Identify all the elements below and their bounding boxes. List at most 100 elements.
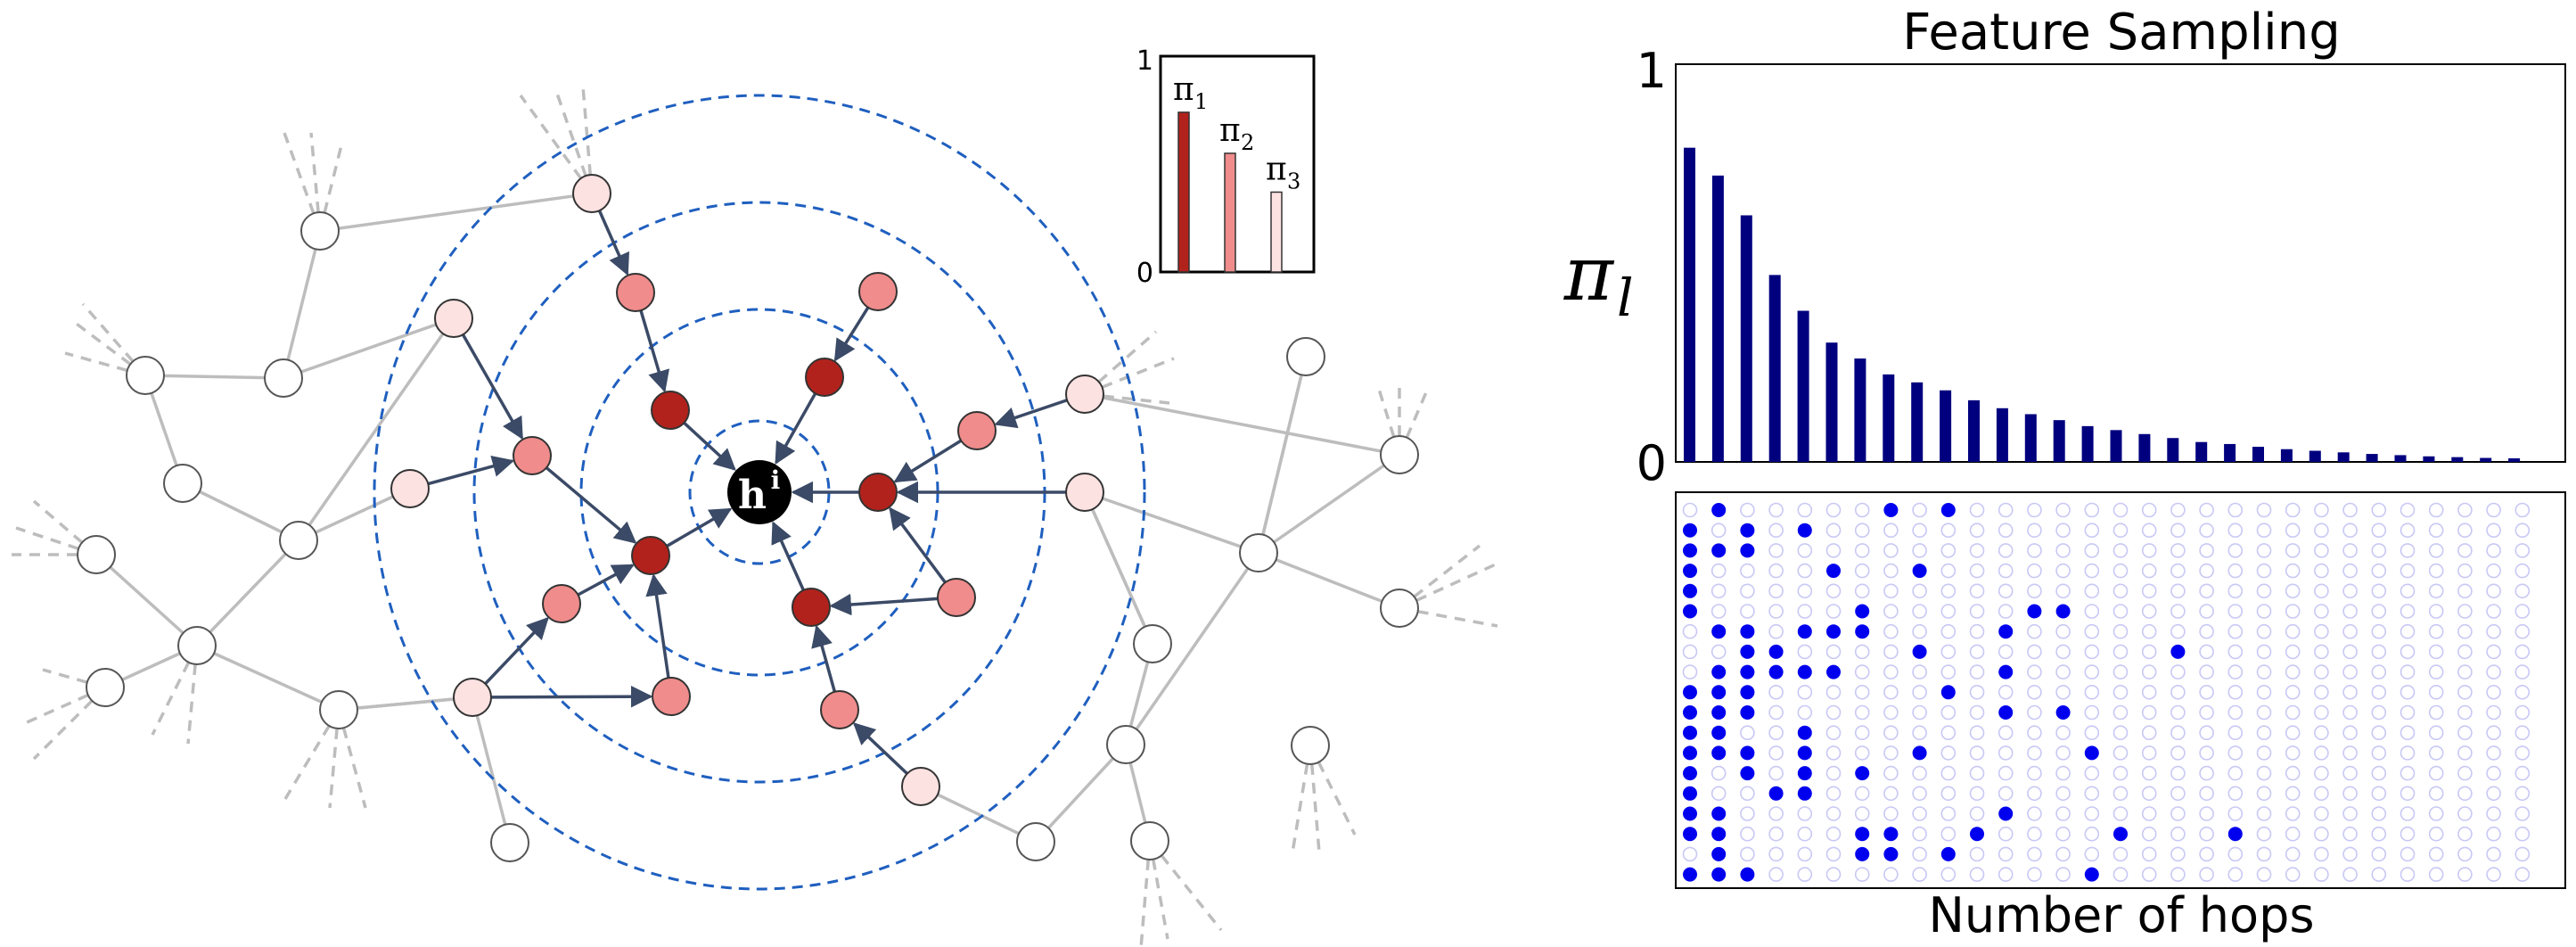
sampled-dot [1797, 624, 1812, 639]
empty-dot [2428, 826, 2444, 842]
graph-node-hop2 [513, 436, 552, 475]
empty-dot [2428, 502, 2444, 518]
sampled-dot [1912, 745, 1927, 761]
empty-dot [1768, 745, 1784, 761]
empty-dot [2342, 583, 2358, 599]
bar-ylabel-subscript: l [1617, 268, 1634, 328]
empty-dot [2486, 684, 2501, 700]
empty-dot [2371, 543, 2387, 558]
empty-dot [2027, 583, 2042, 599]
inset-bar-label-index: 2 [1241, 130, 1254, 155]
empty-dot [2486, 846, 2501, 862]
empty-dot [2227, 543, 2244, 558]
empty-dot [2371, 644, 2387, 660]
empty-dot [2227, 664, 2244, 679]
empty-dot [2112, 846, 2129, 862]
empty-dot [2371, 765, 2387, 781]
empty-dot [2055, 846, 2071, 862]
empty-dot [2285, 826, 2301, 842]
empty-dot [2027, 563, 2042, 579]
feature-bar [1940, 390, 1952, 462]
center-node: h i [727, 460, 792, 524]
empty-dot [1854, 806, 1870, 821]
empty-dot [1740, 786, 1755, 802]
graph-edge [1258, 551, 1400, 610]
empty-dot [1768, 684, 1784, 700]
dashed-stub-edge [318, 141, 344, 232]
empty-dot [2084, 583, 2100, 599]
empty-dot [2055, 502, 2071, 518]
feature-bar [1883, 374, 1895, 462]
sampled-dot [1711, 503, 1727, 517]
empty-dot [1912, 664, 1927, 679]
graph-node-outer [1106, 725, 1145, 764]
empty-dot [2084, 786, 2100, 802]
empty-dot [1710, 644, 1727, 660]
empty-dot [1912, 765, 1927, 781]
empty-dot [2314, 664, 2329, 679]
empty-dot [2514, 583, 2531, 599]
empty-dot [1825, 765, 1842, 781]
graph-node-hop2 [957, 411, 997, 450]
empty-dot [2055, 644, 2071, 660]
empty-dot [2170, 704, 2186, 721]
empty-dot [1740, 604, 1755, 619]
empty-dot [2170, 867, 2186, 882]
graph-node-outer [1286, 337, 1325, 376]
graph-edge [319, 192, 593, 233]
empty-dot [2457, 543, 2473, 558]
feature-bar [1711, 175, 1724, 462]
center-node-superscript: i [771, 465, 781, 495]
empty-dot [1768, 604, 1784, 619]
empty-dot [2141, 765, 2157, 781]
empty-dot [2170, 765, 2186, 781]
empty-dot [2141, 806, 2157, 821]
empty-dot [1825, 523, 1842, 539]
empty-dot [2428, 846, 2444, 862]
sampled-dot [1683, 745, 1697, 761]
empty-dot [2055, 523, 2071, 539]
graph-edge [1084, 490, 1259, 555]
dashed-stub-edge [1375, 383, 1401, 456]
empty-dot [2199, 583, 2214, 599]
empty-dot [2084, 725, 2100, 741]
empty-dot [1825, 826, 1842, 842]
empty-dot [2514, 745, 2531, 761]
empty-dot [2112, 502, 2129, 518]
empty-dot [1854, 704, 1870, 721]
sampled-dot [1855, 846, 1870, 861]
graph-node-hop1 [631, 536, 670, 575]
feature-bar [2138, 433, 2151, 462]
message-arrow [889, 506, 947, 584]
empty-dot [2285, 523, 2301, 539]
empty-dot [1682, 846, 1698, 862]
empty-dot [2199, 523, 2214, 539]
empty-dot [1940, 867, 1957, 882]
feature-bar [2394, 455, 2407, 462]
inset-bar-label-index: 1 [1194, 89, 1208, 114]
empty-dot [1710, 583, 1727, 599]
empty-dot [1969, 543, 1985, 558]
empty-dot [2256, 765, 2272, 781]
empty-dot [1940, 623, 1957, 639]
main-bars [1684, 147, 2521, 463]
empty-dot [1969, 502, 1985, 518]
empty-dot [2227, 704, 2244, 721]
feature-bar [1797, 310, 1809, 462]
empty-dot [1912, 623, 1927, 639]
empty-dot [2227, 583, 2244, 599]
empty-dot [1740, 826, 1755, 842]
dashed-stub-edge [1148, 840, 1169, 940]
empty-dot [2285, 684, 2301, 700]
empty-dot [2342, 664, 2358, 679]
graph-node-hop2 [616, 273, 655, 312]
message-arrow [811, 624, 837, 693]
empty-dot [1969, 623, 1985, 639]
empty-dot [1825, 806, 1842, 821]
empty-dot [1854, 563, 1870, 579]
empty-dot [2342, 786, 2358, 802]
graph-node-outer [1291, 726, 1330, 765]
empty-dot [2199, 604, 2214, 619]
empty-dot [2285, 725, 2301, 741]
empty-dot [2227, 684, 2244, 700]
